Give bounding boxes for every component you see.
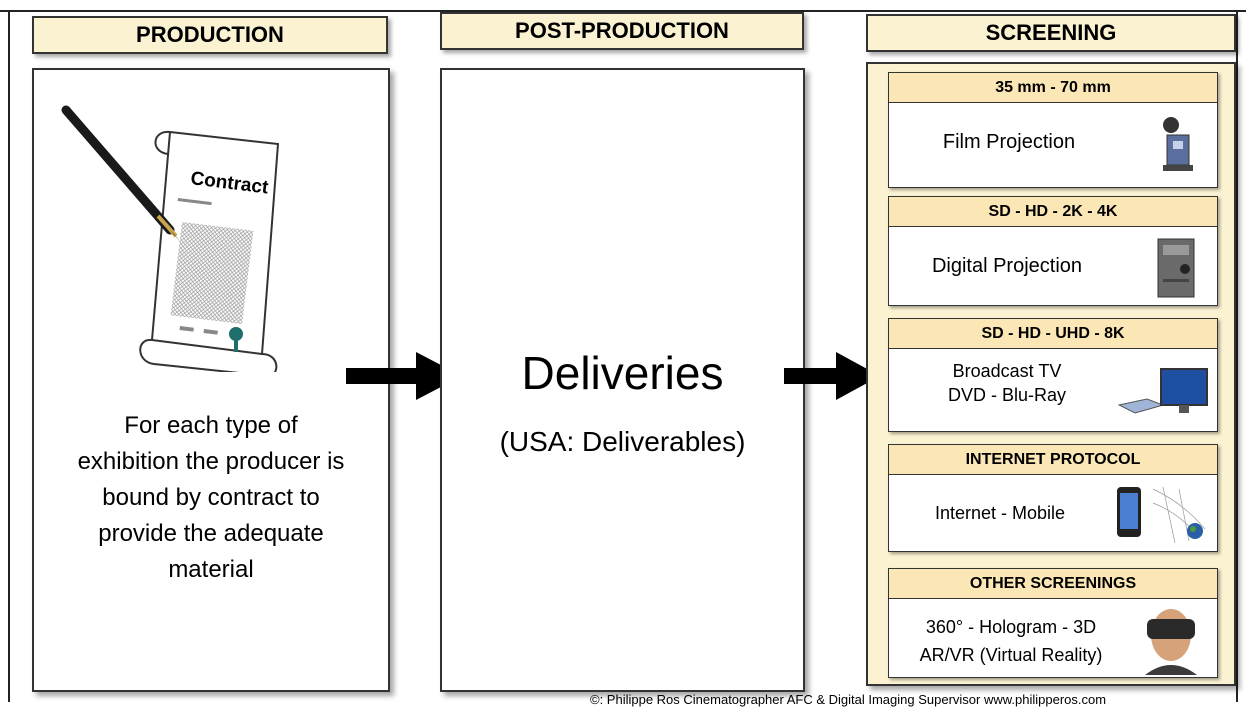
card-header: INTERNET PROTOCOL (889, 445, 1217, 475)
card-label-line: AR/VR (Virtual Reality) (919, 645, 1103, 665)
contract-icon: Contract (61, 105, 280, 372)
screening-panel: 35 mm - 70 mm Film Projection SD - HD - … (866, 62, 1236, 686)
card-label: 360° - Hologram - 3D AR/VR (Virtual Real… (889, 613, 1133, 669)
card-label-line: 360° - Hologram - 3D (925, 617, 1097, 637)
card-label-line: Broadcast TV (952, 361, 1062, 381)
card-label: Digital Projection (931, 255, 1083, 277)
screening-card-other: OTHER SCREENINGS 360° - Hologram - 3D AR… (888, 568, 1218, 678)
vr-headset-icon (1145, 609, 1197, 675)
screening-card-film: 35 mm - 70 mm Film Projection (888, 72, 1218, 188)
frame-right-line (1236, 10, 1238, 702)
phone-globe-icon (1117, 486, 1206, 544)
copyright-credit: ©: Philippe Ros Cinematographer AFC & Di… (590, 692, 1107, 707)
frame-top-line (0, 10, 1246, 12)
post-production-panel: Deliveries (USA: Deliverables) (440, 68, 805, 692)
card-label-line: DVD - Blu-Ray (947, 385, 1067, 405)
card-label: Film Projection (942, 131, 1076, 153)
screening-card-digital: SD - HD - 2K - 4K Digital Projection (888, 196, 1218, 306)
deliveries-title: Deliveries (521, 347, 724, 399)
production-description: For each type of exhibition the producer… (34, 408, 388, 588)
post-production-header: POST-PRODUCTION (440, 12, 804, 50)
card-header: SD - HD - 2K - 4K (889, 197, 1217, 227)
production-header: PRODUCTION (32, 16, 388, 54)
deliverables-subtitle: (USA: Deliverables) (499, 426, 746, 457)
card-header: SD - HD - UHD - 8K (889, 319, 1217, 349)
digital-projector-icon (1157, 238, 1195, 298)
production-panel: Contract For each type of exhibition the… (32, 68, 390, 692)
screening-card-broadcast: SD - HD - UHD - 8K Broadcast TV DVD - Bl… (888, 318, 1218, 432)
tv-dvd-icon (1117, 368, 1208, 414)
card-header: 35 mm - 70 mm (889, 73, 1217, 103)
screening-header: SCREENING (866, 14, 1236, 52)
card-header: OTHER SCREENINGS (889, 569, 1217, 599)
production-text-line: provide the adequate (98, 520, 324, 547)
production-text-line: material (168, 556, 254, 583)
frame-left-line (8, 10, 10, 702)
production-text-line: exhibition the producer is (77, 448, 345, 475)
card-label: Internet - Mobile (934, 503, 1066, 523)
production-text-line: For each type of (124, 412, 298, 439)
card-label: Broadcast TV DVD - Blu-Ray (889, 359, 1125, 407)
production-text-line: bound by contract to (102, 484, 320, 511)
arrow-production-to-post (346, 352, 462, 400)
film-projector-icon (1163, 117, 1193, 171)
screening-card-internet: INTERNET PROTOCOL Internet - Mobile (888, 444, 1218, 552)
arrow-post-to-screening (784, 352, 880, 400)
